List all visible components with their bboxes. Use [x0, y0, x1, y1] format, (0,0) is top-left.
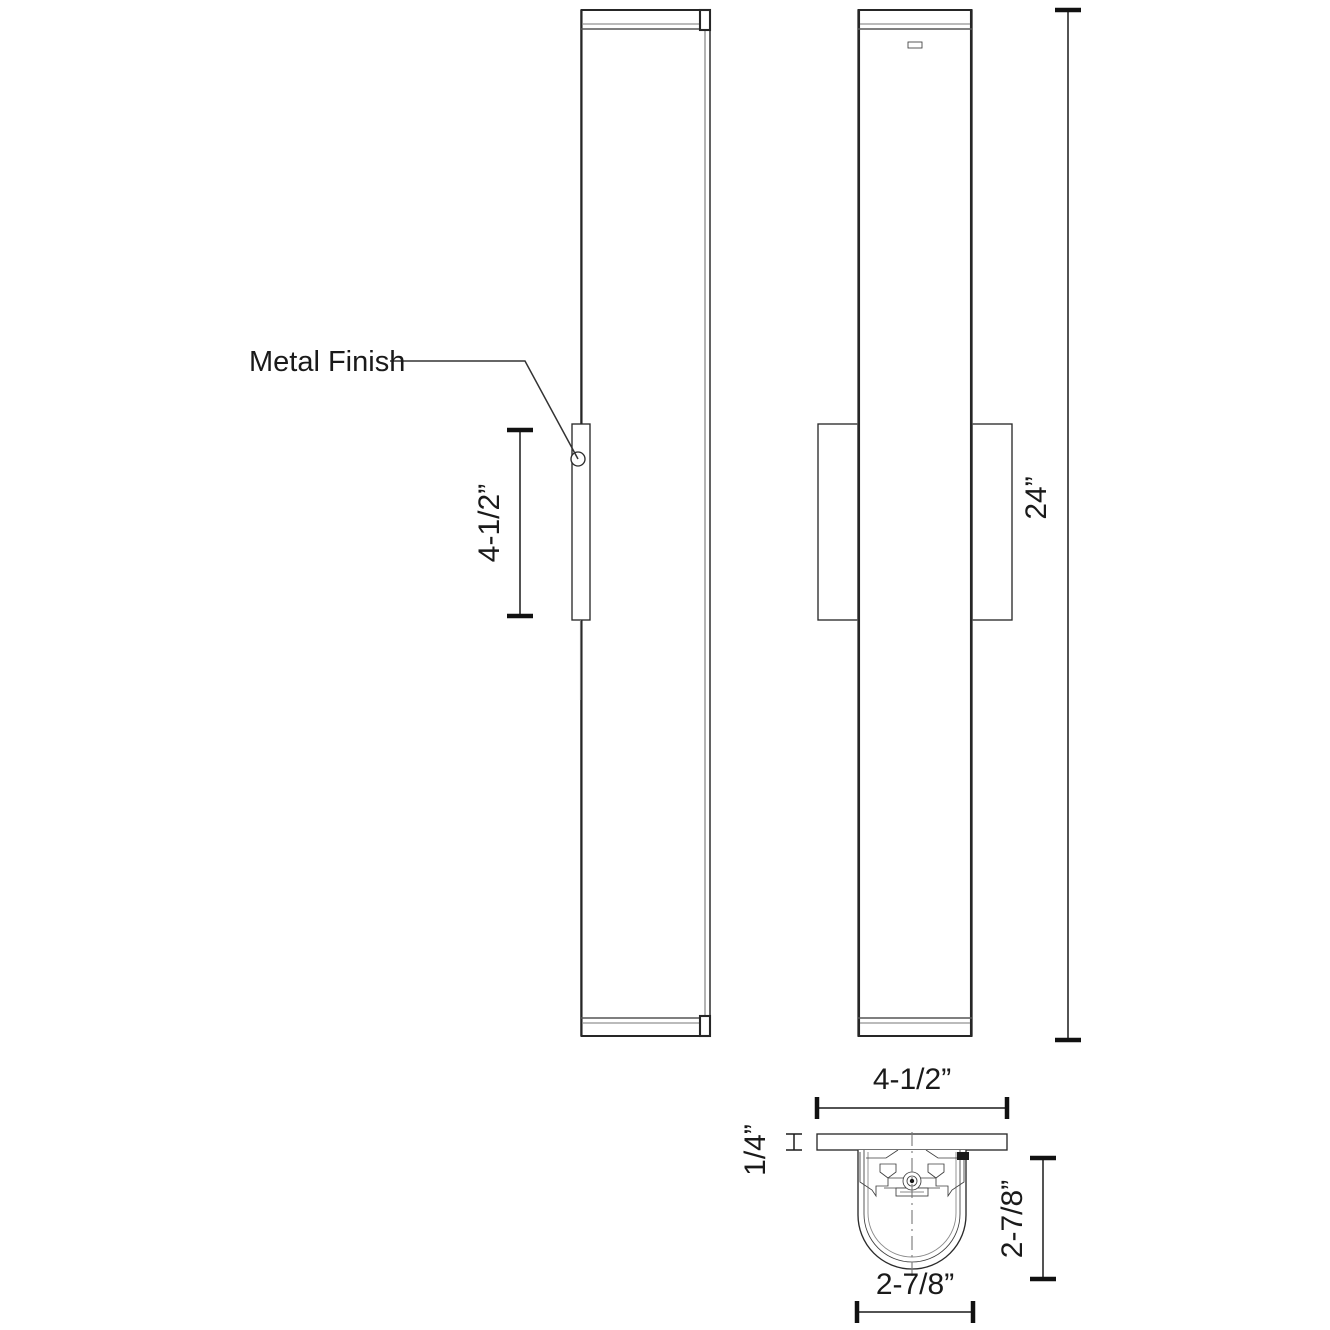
- profile-inner-shell: [863, 1150, 961, 1263]
- section-body-height-dimension: 2-7/8”: [996, 1155, 1056, 1282]
- section-body-width-dim-text: 2-7/8”: [876, 1268, 954, 1301]
- profile-center-screw-head: [909, 1178, 915, 1184]
- section-body-height-dim-text: 2-7/8”: [996, 1180, 1029, 1258]
- metal-finish-leader-line: [390, 360, 579, 460]
- front-view-right-mounting-plate: [971, 423, 1013, 621]
- section-top-width-dimension: 4-1/2”: [814, 1063, 1010, 1119]
- metal-finish-annotation: Metal Finish: [249, 346, 579, 460]
- bottom-section-detail-view: 4-1/2” 1/4”: [739, 1063, 1056, 1323]
- section-top-width-dim-text: 4-1/2”: [873, 1063, 951, 1096]
- front-view-left-mounting-plate: [817, 423, 859, 621]
- front-view-top-hardware-detail: [907, 41, 923, 49]
- profile-left-channel: [859, 1152, 897, 1198]
- front-view-overall-height-dimension: 24”: [1020, 7, 1081, 1043]
- plate-thickness-h-marker: [786, 1133, 802, 1151]
- side-view-top-right-corner-detail: [698, 8, 712, 32]
- side-view-body-outline: [580, 9, 711, 1037]
- profile-right-channel: [927, 1152, 965, 1198]
- section-extrusion-profile: [857, 1132, 969, 1278]
- side-elevation-view: [570, 8, 712, 1038]
- section-body-width-dimension: 2-7/8”: [854, 1268, 976, 1323]
- profile-right-fastener: [957, 1152, 969, 1160]
- metal-finish-label: Metal Finish: [249, 346, 405, 378]
- backplate-height-dim-text: 4-1/2”: [473, 484, 506, 562]
- front-elevation-view: [817, 8, 1013, 1038]
- front-view-body-outline: [857, 9, 973, 1037]
- profile-left-shelf: [866, 1149, 899, 1159]
- side-view-backplate-height-dimension: 4-1/2”: [473, 427, 533, 619]
- profile-right-shelf: [925, 1149, 958, 1159]
- side-view-bottom-right-corner-detail: [698, 1014, 712, 1038]
- section-plate-thickness-dimension: 1/4”: [739, 1124, 802, 1176]
- plate-thickness-dim-text: 1/4”: [739, 1124, 772, 1176]
- overall-height-dim-text: 24”: [1020, 476, 1053, 519]
